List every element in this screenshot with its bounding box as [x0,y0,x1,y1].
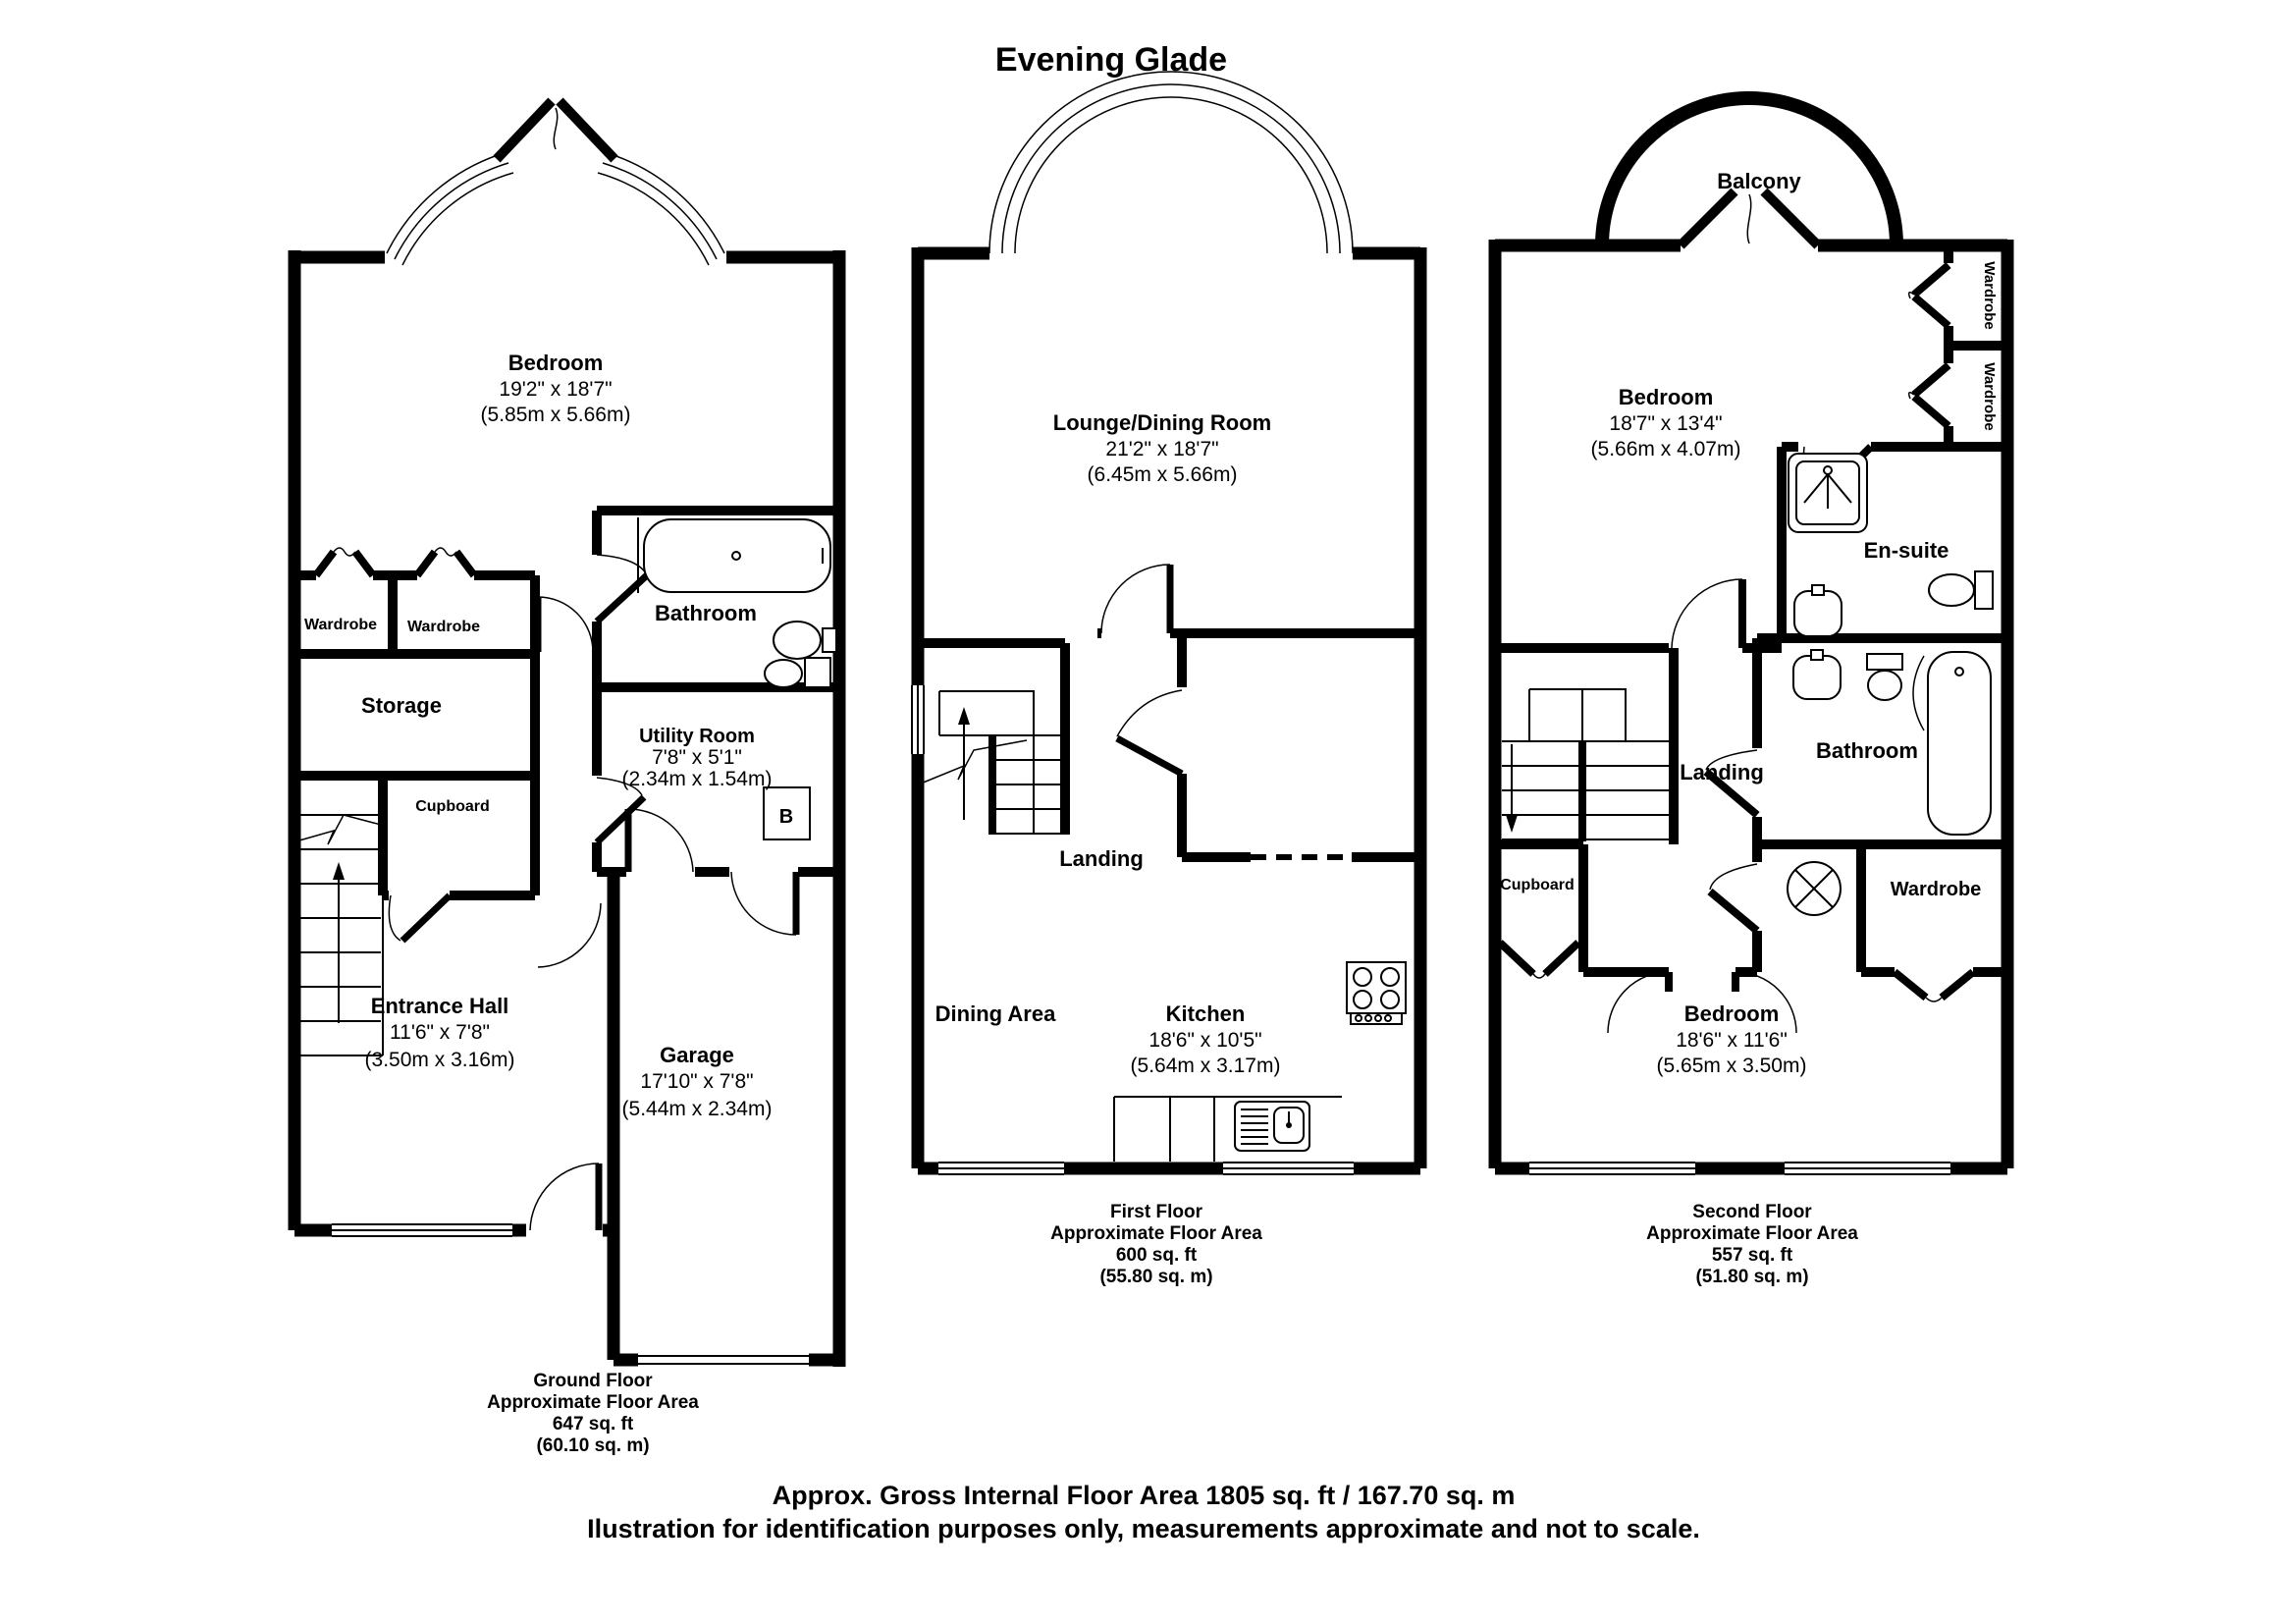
second-wardrobe3-label: Wardrobe [1891,879,1982,900]
second-bathtub-icon [1912,651,1992,836]
second-staircase [1502,688,1669,841]
hob-icon [1346,961,1407,1025]
ensuite-label: En-suite [1864,538,1949,563]
bathtub-icon [637,517,831,593]
ground-caption-4: (60.10 sq. m) [536,1435,649,1456]
sink-icon [773,621,837,660]
garage-dims-m: (5.44m x 2.34m) [622,1098,773,1120]
first-caption-3: 600 sq. ft [1116,1245,1198,1266]
entrance-hall-dims-m: (3.50m x 3.16m) [365,1049,515,1071]
second-bathroom-label: Bathroom [1816,738,1918,763]
ground-bathroom-label: Bathroom [655,601,757,625]
second-labels: Balcony Bedroom 18'7" x 13'4" (5.66m x 4… [1500,169,1998,1077]
kitchen-dims-m: (5.64m x 3.17m) [1131,1055,1281,1077]
footer: Approx. Gross Internal Floor Area 1805 s… [587,1481,1700,1543]
dining-area-label: Dining Area [935,1001,1056,1026]
ground-bedroom-dims-ft: 19'2" x 18'7" [499,378,612,401]
first-left-window [910,685,926,754]
bathroom-toilet-icon [1866,653,1903,701]
kitchen-counter [1113,1096,1342,1162]
garage-dims-ft: 17'10" x 7'8" [640,1070,753,1093]
lounge-dims-m: (6.45m x 5.66m) [1088,463,1238,486]
second-caption-1: Second Floor [1692,1202,1812,1222]
second-wardrobe1-label: Wardrobe [1981,261,1998,329]
second-bottom-windows [1529,1161,1950,1176]
first-landing-label: Landing [1059,846,1144,871]
boiler-box: B [763,786,811,840]
front-door [526,1163,603,1238]
second-bedroom1-dims-ft: 18'7" x 13'4" [1609,412,1722,435]
ground-bedroom-label: Bedroom [508,351,604,375]
first-floor-plan: Lounge/Dining Room 21'2" x 18'7" (6.45m … [910,71,1427,1287]
hall-window [332,1222,512,1238]
first-labels: Lounge/Dining Room 21'2" x 18'7" (6.45m … [935,410,1281,1077]
garage-door [638,1353,809,1368]
ground-utility-dims-ft: 7'8" x 5'1" [652,746,742,769]
ground-caption-3: 647 sq. ft [553,1414,634,1434]
first-caption: First Floor Approximate Floor Area 600 s… [1050,1202,1262,1287]
second-bedroom2-label: Bedroom [1684,1001,1780,1026]
ground-wardrobe1-label: Wardrobe [304,617,377,633]
footer-disclaimer-line: Ilustration for identification purposes … [587,1514,1700,1543]
second-bedroom1-dims-m: (5.66m x 4.07m) [1591,438,1741,460]
first-bottom-windows [938,1161,1354,1176]
ensuite-toilet-icon [1928,570,1994,610]
second-wardrobe2-label: Wardrobe [1981,362,1998,430]
second-caption-4: (51.80 sq. m) [1695,1267,1808,1287]
second-bedroom2-dims-m: (5.65m x 3.50m) [1657,1055,1807,1077]
ground-floor-plan: B Bedroom 19'2" x 18'7" (5.85m x 5.66m) … [288,97,846,1456]
ground-bedroom-dims-m: (5.85m x 5.66m) [481,404,631,426]
second-landing-label: Landing [1680,760,1764,784]
lounge-dims-ft: 21'2" x 18'7" [1105,438,1218,460]
boiler-label: B [779,806,793,828]
ground-cupboard-label: Cupboard [415,798,490,815]
shower-icon [1788,453,1868,533]
second-bedroom1-label: Bedroom [1619,385,1714,409]
second-cupboard-label: Cupboard [1500,877,1575,893]
ensuite-sink-icon [1793,584,1842,637]
kitchen-sink-icon [1234,1101,1310,1152]
ground-storage-label: Storage [361,693,442,718]
balcony-label: Balcony [1717,169,1801,193]
kitchen-dims-ft: 18'6" x 10'5" [1148,1029,1261,1052]
ceiling-light-icon [1787,861,1842,916]
bathroom-sink-icon [1792,649,1842,700]
second-floor-plan: Balcony Bedroom 18'7" x 13'4" (5.66m x 4… [1488,91,2014,1287]
second-caption-3: 557 sq. ft [1712,1245,1793,1266]
ground-walls [288,97,846,1367]
first-staircase [920,690,1065,835]
toilet-icon [764,657,831,688]
ground-caption-2: Approximate Floor Area [487,1392,699,1413]
first-caption-4: (55.80 sq. m) [1099,1267,1212,1287]
entrance-hall-label: Entrance Hall [371,994,509,1018]
first-caption-1: First Floor [1110,1202,1203,1222]
entrance-hall-dims-ft: 11'6" x 7'8" [390,1021,490,1044]
kitchen-label: Kitchen [1166,1001,1246,1026]
second-caption-2: Approximate Floor Area [1646,1223,1858,1244]
second-bedroom2-dims-ft: 18'6" x 11'6" [1676,1029,1788,1052]
footer-area-line: Approx. Gross Internal Floor Area 1805 s… [773,1481,1516,1510]
ground-utility-label: Utility Room [639,726,755,747]
first-caption-2: Approximate Floor Area [1050,1223,1262,1244]
ground-caption: Ground Floor Approximate Floor Area 647 … [487,1371,699,1456]
garage-label: Garage [660,1043,734,1067]
ground-caption-1: Ground Floor [533,1371,653,1391]
ground-staircase [292,776,384,1056]
ground-utility-dims-m: (2.34m x 1.54m) [622,768,773,790]
ground-labels: Bedroom 19'2" x 18'7" (5.85m x 5.66m) Ba… [304,351,772,1120]
ground-wardrobe2-label: Wardrobe [407,619,480,635]
lounge-label: Lounge/Dining Room [1053,410,1271,435]
second-caption: Second Floor Approximate Floor Area 557 … [1646,1202,1858,1287]
